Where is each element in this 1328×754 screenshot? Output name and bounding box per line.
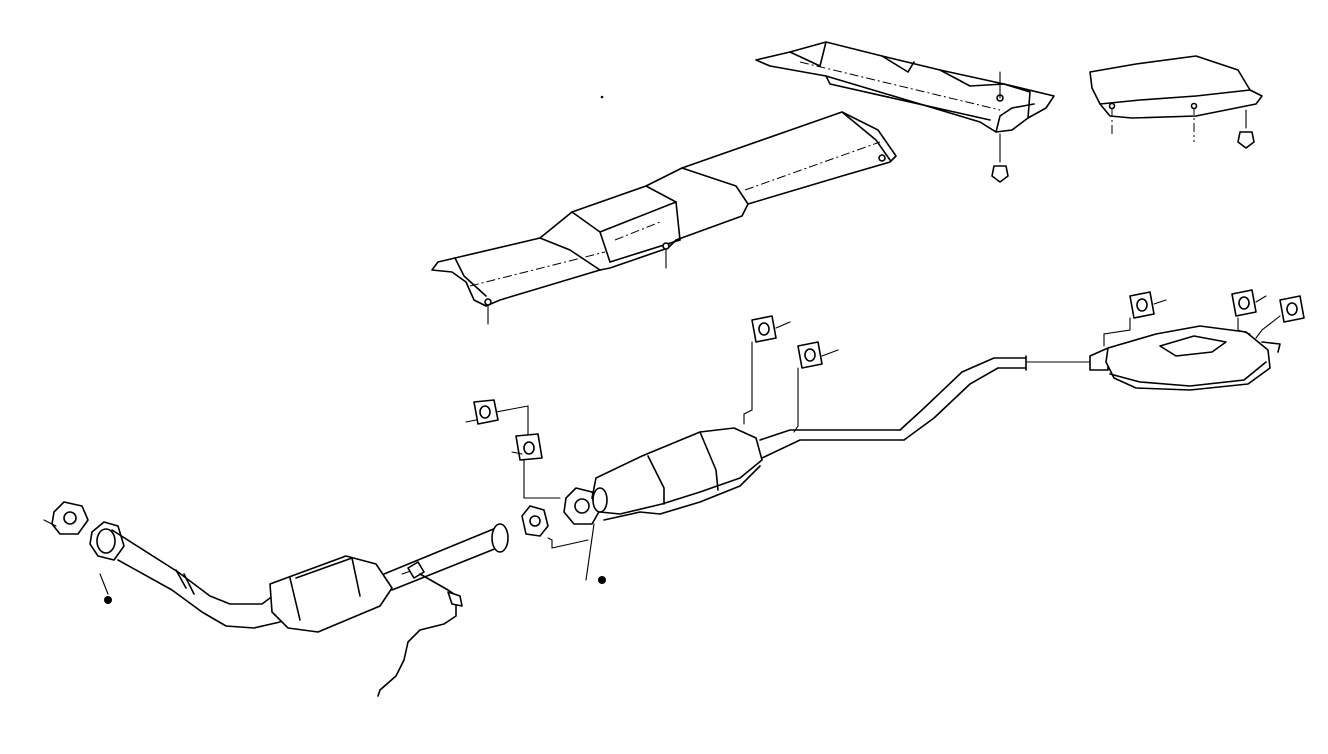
hanger-icon (1103, 291, 1167, 347)
hanger-icon (1231, 289, 1267, 335)
heat-shield-rear-left (755, 41, 1055, 163)
heat-shield-rear-right (1089, 55, 1263, 142)
heat-shield-center (431, 111, 897, 325)
hanger-icon (1255, 295, 1305, 339)
speck (600, 95, 604, 99)
nut-icon (104, 596, 112, 604)
gasket-icon (521, 505, 549, 537)
nut-icon (1237, 131, 1255, 149)
tail-pipe-muffler (1089, 325, 1281, 391)
hanger-icon (743, 315, 791, 425)
nut-icon (991, 165, 1009, 183)
hanger-icon (465, 399, 529, 439)
front-pipe-with-catalytic-converter (43, 501, 509, 633)
hanger-icon (793, 341, 839, 433)
oxygen-sensor (377, 561, 463, 697)
nut-icon (598, 576, 606, 584)
hanger-icon (511, 433, 589, 549)
rubber-hangers (465, 289, 1305, 549)
center-resonator-pipe (585, 355, 1091, 584)
gasket-icon (563, 487, 601, 525)
